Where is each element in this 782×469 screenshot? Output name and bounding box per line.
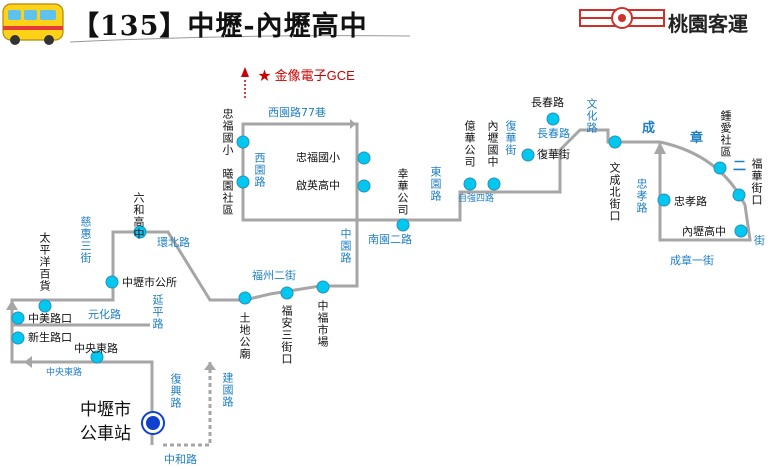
stop-label-zhongai: 鍾愛社區 [719,110,732,158]
stop-label-wenhua-north: 文成北街口 [608,162,621,222]
stop-marker [90,350,104,364]
arrow-icon [654,142,666,154]
title-underline [69,35,411,43]
red-star-icon [241,67,249,77]
stop-label-xiyuan-zf: 忠福國小 [221,108,234,156]
stop-label-zhongmei: 中美路口 [28,312,72,325]
stop-marker [463,177,477,191]
terminal-label-2: 公車站 [80,424,131,444]
road-yanping: 延平路 [151,294,164,330]
road-zhongxiao: 忠孝路 [635,178,648,214]
road-dongyuan: 東園路 [429,166,442,202]
stop-marker [105,275,119,289]
stop-label-changchun: 長春路 [531,96,564,109]
stop-marker [732,188,746,202]
road-huanbei: 環北路 [157,236,190,249]
road-chengzhang-2: 章 [690,131,704,146]
stop-marker [487,177,501,191]
road-xiyuan77: 西園路77巷 [268,106,326,119]
taoyuan-bus-logo-icon [579,7,665,29]
road-jie: 街 [754,234,765,247]
stop-marker [280,286,294,300]
stop-marker [713,161,727,175]
road-yuanhua: 元化路 [88,308,121,321]
route-name: 中壢-內壢高中 [187,11,368,42]
road-fuhua: 復華街 [504,120,517,156]
arrow-icon [6,300,18,310]
stop-label-xiyuan-community: 曦園社區 [221,168,234,216]
stop-marker [546,112,560,126]
stop-marker [38,299,52,313]
stop-label-qixiu: 啟英高中 [296,179,340,192]
road-zixiang: 自強四路 [458,194,495,204]
stop-label-zhongxiao: 忠孝路 [674,195,707,208]
road-zhongyuan: 中園路 [339,228,352,264]
stop-label-citygov: 中壢市公所 [122,276,177,289]
route-number: 【135】 [72,11,188,42]
stop-label-zhongyang: 中央東路 [74,342,118,355]
company-name: 桃園客運 [668,12,748,36]
arrow-icon [24,356,32,368]
stop-marker [236,175,250,189]
road-zhongyang-east: 中央東路 [46,368,83,378]
stop-label-yihua: 億華公司 [463,120,476,168]
stop-marker [316,280,330,294]
arrow-icon [350,119,356,129]
stop-marker [396,218,410,232]
stop-label-xinsheng: 新生路口 [28,331,72,344]
stop-label-fuan: 福安三街口 [280,305,293,365]
stop-marker [521,148,535,162]
road-wenhua: 文化路 [585,98,598,134]
stop-marker [734,224,748,238]
road-fuzhou: 福州二街 [252,269,296,282]
terminal-label-1: 中壢市 [80,400,131,420]
stop-marker [608,135,622,149]
stop-marker [11,311,25,325]
stop-label-fuhua: 復華街 [537,148,570,161]
terminal-dot [146,416,160,430]
stop-markers [11,112,748,364]
stop-marker [357,151,371,165]
road-chengzhang-1: 成 [642,121,656,136]
arrow-icon [204,362,216,370]
stop-marker [657,193,671,207]
road-cihui: 慈惠三街 [79,216,92,264]
road-jianguo: 建國路 [221,372,234,408]
road-zhonghe: 中和路 [164,453,197,466]
stop-label-zhongfu-elem: 忠福國小 [296,151,340,164]
stop-marker [238,291,252,305]
road-xiyuan: 西園路 [253,152,266,188]
stop-marker [357,179,371,193]
stop-label-liuhe: 六和高中 [132,192,145,240]
stop-label-taiping: 太平洋百貨 [38,232,51,292]
road-nanyuan: 南園二路 [368,233,412,246]
stop-label-zhongfu-market: 中福市場 [316,300,329,348]
road-er: 二 [733,159,747,174]
stop-marker [133,225,147,239]
stop-marker [236,135,250,149]
stop-label-tudi: 土地公廟 [238,312,251,360]
stop-marker [11,331,25,345]
road-chengzhang-one: 成章一街 [670,254,714,267]
stop-label-xingye: 幸華公司 [396,168,409,216]
yellow-bus-icon [2,3,64,45]
stop-label-fuhua-st: 福華街口 [750,158,763,206]
route-title: 【135】中壢-內壢高中 [72,4,368,43]
road-changchun: 長春路 [537,127,570,140]
road-fuxing: 復興路 [169,373,182,409]
stop-label-neili-elem: 內壢國中 [486,120,499,168]
stop-label-neili-high: 內壢高中 [682,225,726,238]
landmark-label: ★ 金像電子GCE [258,68,355,83]
